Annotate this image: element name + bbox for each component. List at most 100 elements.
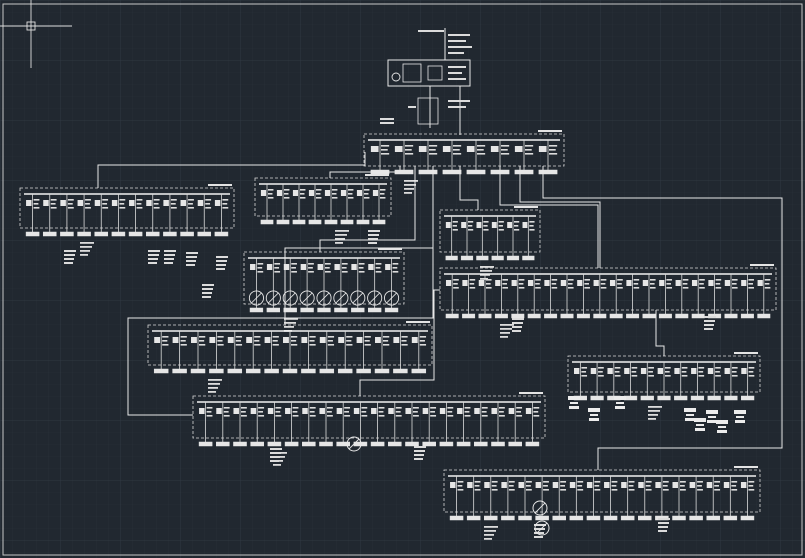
- breaker[interactable]: [266, 258, 281, 313]
- breaker[interactable]: [740, 476, 755, 521]
- breaker[interactable]: [484, 476, 498, 521]
- breaker[interactable]: [216, 402, 230, 447]
- breaker[interactable]: [393, 331, 408, 374]
- breaker[interactable]: [586, 476, 601, 521]
- breaker[interactable]: [180, 194, 194, 237]
- breaker[interactable]: [740, 274, 754, 319]
- breaker[interactable]: [658, 274, 672, 319]
- breaker[interactable]: [691, 274, 705, 319]
- breaker[interactable]: [282, 331, 298, 374]
- breaker[interactable]: [172, 331, 187, 374]
- breaker[interactable]: [445, 274, 459, 319]
- breaker[interactable]: [405, 402, 419, 447]
- breaker[interactable]: [292, 184, 306, 225]
- breaker[interactable]: [569, 476, 584, 521]
- breaker[interactable]: [724, 274, 738, 319]
- breaker[interactable]: [439, 402, 454, 447]
- breaker[interactable]: [198, 402, 213, 447]
- breaker[interactable]: [260, 184, 274, 225]
- breaker[interactable]: [227, 331, 243, 374]
- breaker[interactable]: [466, 140, 486, 175]
- breaker[interactable]: [214, 194, 229, 237]
- breaker[interactable]: [573, 362, 588, 401]
- breaker[interactable]: [466, 476, 481, 521]
- breaker[interactable]: [491, 402, 505, 447]
- breaker[interactable]: [267, 402, 282, 447]
- breaker[interactable]: [642, 274, 656, 319]
- breaker[interactable]: [442, 140, 462, 175]
- breaker[interactable]: [372, 184, 386, 225]
- breaker[interactable]: [522, 216, 535, 261]
- breaker[interactable]: [233, 402, 247, 447]
- breaker[interactable]: [301, 331, 316, 374]
- breaker[interactable]: [60, 194, 74, 237]
- distribution-board-upper-center[interactable]: [254, 174, 392, 244]
- distribution-board-left[interactable]: [19, 184, 235, 256]
- breaker[interactable]: [474, 402, 488, 447]
- breaker[interactable]: [276, 184, 290, 225]
- breaker[interactable]: [674, 362, 688, 401]
- breaker[interactable]: [163, 194, 177, 237]
- breaker[interactable]: [302, 402, 316, 447]
- breaker[interactable]: [319, 331, 335, 374]
- breaker[interactable]: [283, 258, 297, 313]
- breaker[interactable]: [456, 402, 471, 447]
- breaker[interactable]: [620, 476, 635, 521]
- breaker[interactable]: [411, 331, 427, 374]
- breaker[interactable]: [324, 184, 338, 225]
- breaker[interactable]: [544, 274, 558, 319]
- breaker[interactable]: [422, 402, 437, 447]
- breaker[interactable]: [209, 331, 224, 374]
- breaker[interactable]: [336, 402, 351, 447]
- breaker[interactable]: [609, 274, 623, 319]
- breaker[interactable]: [145, 194, 160, 237]
- breaker[interactable]: [94, 194, 109, 237]
- breaker[interactable]: [445, 216, 458, 261]
- breaker[interactable]: [689, 476, 703, 521]
- breaker[interactable]: [384, 258, 399, 313]
- breaker[interactable]: [319, 402, 333, 447]
- breaker[interactable]: [250, 402, 265, 447]
- distribution-board-motor-center[interactable]: [243, 248, 405, 332]
- breaker[interactable]: [640, 362, 654, 401]
- breaker[interactable]: [501, 476, 515, 521]
- breaker[interactable]: [128, 194, 143, 237]
- breaker[interactable]: [590, 362, 604, 401]
- breaker[interactable]: [724, 362, 738, 401]
- breaker[interactable]: [560, 274, 574, 319]
- breaker[interactable]: [476, 216, 489, 261]
- distribution-board-right-bottom[interactable]: [443, 466, 761, 540]
- breaker[interactable]: [675, 274, 689, 319]
- breaker[interactable]: [300, 258, 314, 313]
- breaker[interactable]: [478, 274, 492, 319]
- breaker[interactable]: [356, 331, 371, 374]
- breaker[interactable]: [42, 194, 57, 237]
- breaker[interactable]: [672, 476, 686, 521]
- breaker[interactable]: [576, 274, 590, 319]
- breaker[interactable]: [264, 331, 279, 374]
- distribution-board-small-center[interactable]: [439, 206, 541, 280]
- breaker[interactable]: [723, 476, 738, 521]
- distribution-board-right-upper[interactable]: [439, 264, 777, 338]
- breaker[interactable]: [77, 194, 91, 237]
- breaker[interactable]: [690, 362, 705, 401]
- breaker[interactable]: [657, 362, 671, 401]
- breaker[interactable]: [706, 476, 721, 521]
- breaker[interactable]: [340, 184, 354, 225]
- breaker[interactable]: [308, 184, 322, 225]
- breaker[interactable]: [356, 184, 370, 225]
- breaker[interactable]: [535, 476, 549, 521]
- breaker[interactable]: [394, 140, 414, 175]
- breaker[interactable]: [449, 476, 464, 521]
- breaker[interactable]: [494, 274, 508, 319]
- breaker[interactable]: [284, 402, 299, 447]
- breaker[interactable]: [337, 331, 353, 374]
- breaker[interactable]: [374, 331, 390, 374]
- breaker[interactable]: [388, 402, 402, 447]
- breaker[interactable]: [741, 362, 755, 401]
- breaker[interactable]: [197, 194, 212, 237]
- breaker[interactable]: [757, 274, 771, 319]
- breaker[interactable]: [249, 258, 264, 313]
- breaker[interactable]: [460, 216, 474, 261]
